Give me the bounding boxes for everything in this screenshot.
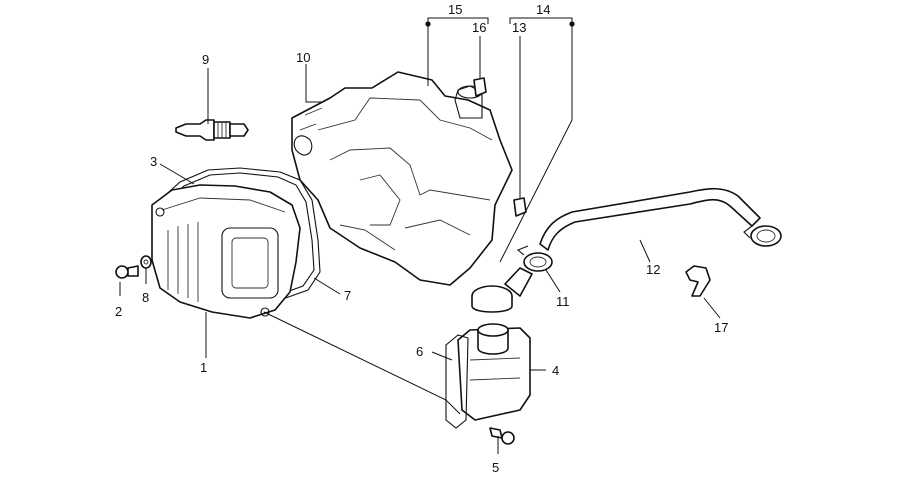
part-8-washer — [140, 255, 152, 269]
group-bracket-15 — [425, 17, 489, 86]
part-6-box-cover — [445, 334, 469, 429]
part-17-clip — [685, 265, 711, 297]
label-5: 5 — [492, 460, 499, 475]
part-11-hose-clamp — [516, 245, 553, 272]
label-9: 9 — [202, 52, 209, 67]
part-1-valve-cover — [151, 184, 301, 319]
label-3: 3 — [150, 154, 157, 169]
label-10: 10 — [296, 50, 310, 65]
part-5-screw — [489, 427, 515, 445]
label-14: 14 — [536, 2, 550, 17]
part-labels: 9 10 3 2 8 1 7 15 16 14 13 6 4 5 11 12 1… — [115, 2, 728, 475]
part-13-clip — [513, 197, 527, 217]
leader-lines — [119, 36, 721, 454]
part-10-cover-shroud — [291, 71, 513, 286]
label-16: 16 — [472, 20, 486, 35]
label-11: 11 — [556, 294, 570, 309]
part-4-breather-box — [457, 323, 531, 421]
label-6: 6 — [416, 344, 423, 359]
label-13: 13 — [512, 20, 526, 35]
label-8: 8 — [142, 290, 149, 305]
breather-elbow — [471, 267, 533, 313]
label-15: 15 — [448, 2, 462, 17]
part-16-clip — [473, 77, 487, 97]
part-9-spark-plug — [175, 119, 249, 141]
label-7: 7 — [344, 288, 351, 303]
label-1: 1 — [200, 360, 207, 375]
label-4: 4 — [552, 363, 559, 378]
label-12: 12 — [646, 262, 660, 277]
label-2: 2 — [115, 304, 122, 319]
label-17: 17 — [714, 320, 728, 335]
part-2-screw — [115, 265, 139, 279]
part-12-hose — [539, 187, 782, 251]
group-bracket-14 — [499, 17, 575, 263]
